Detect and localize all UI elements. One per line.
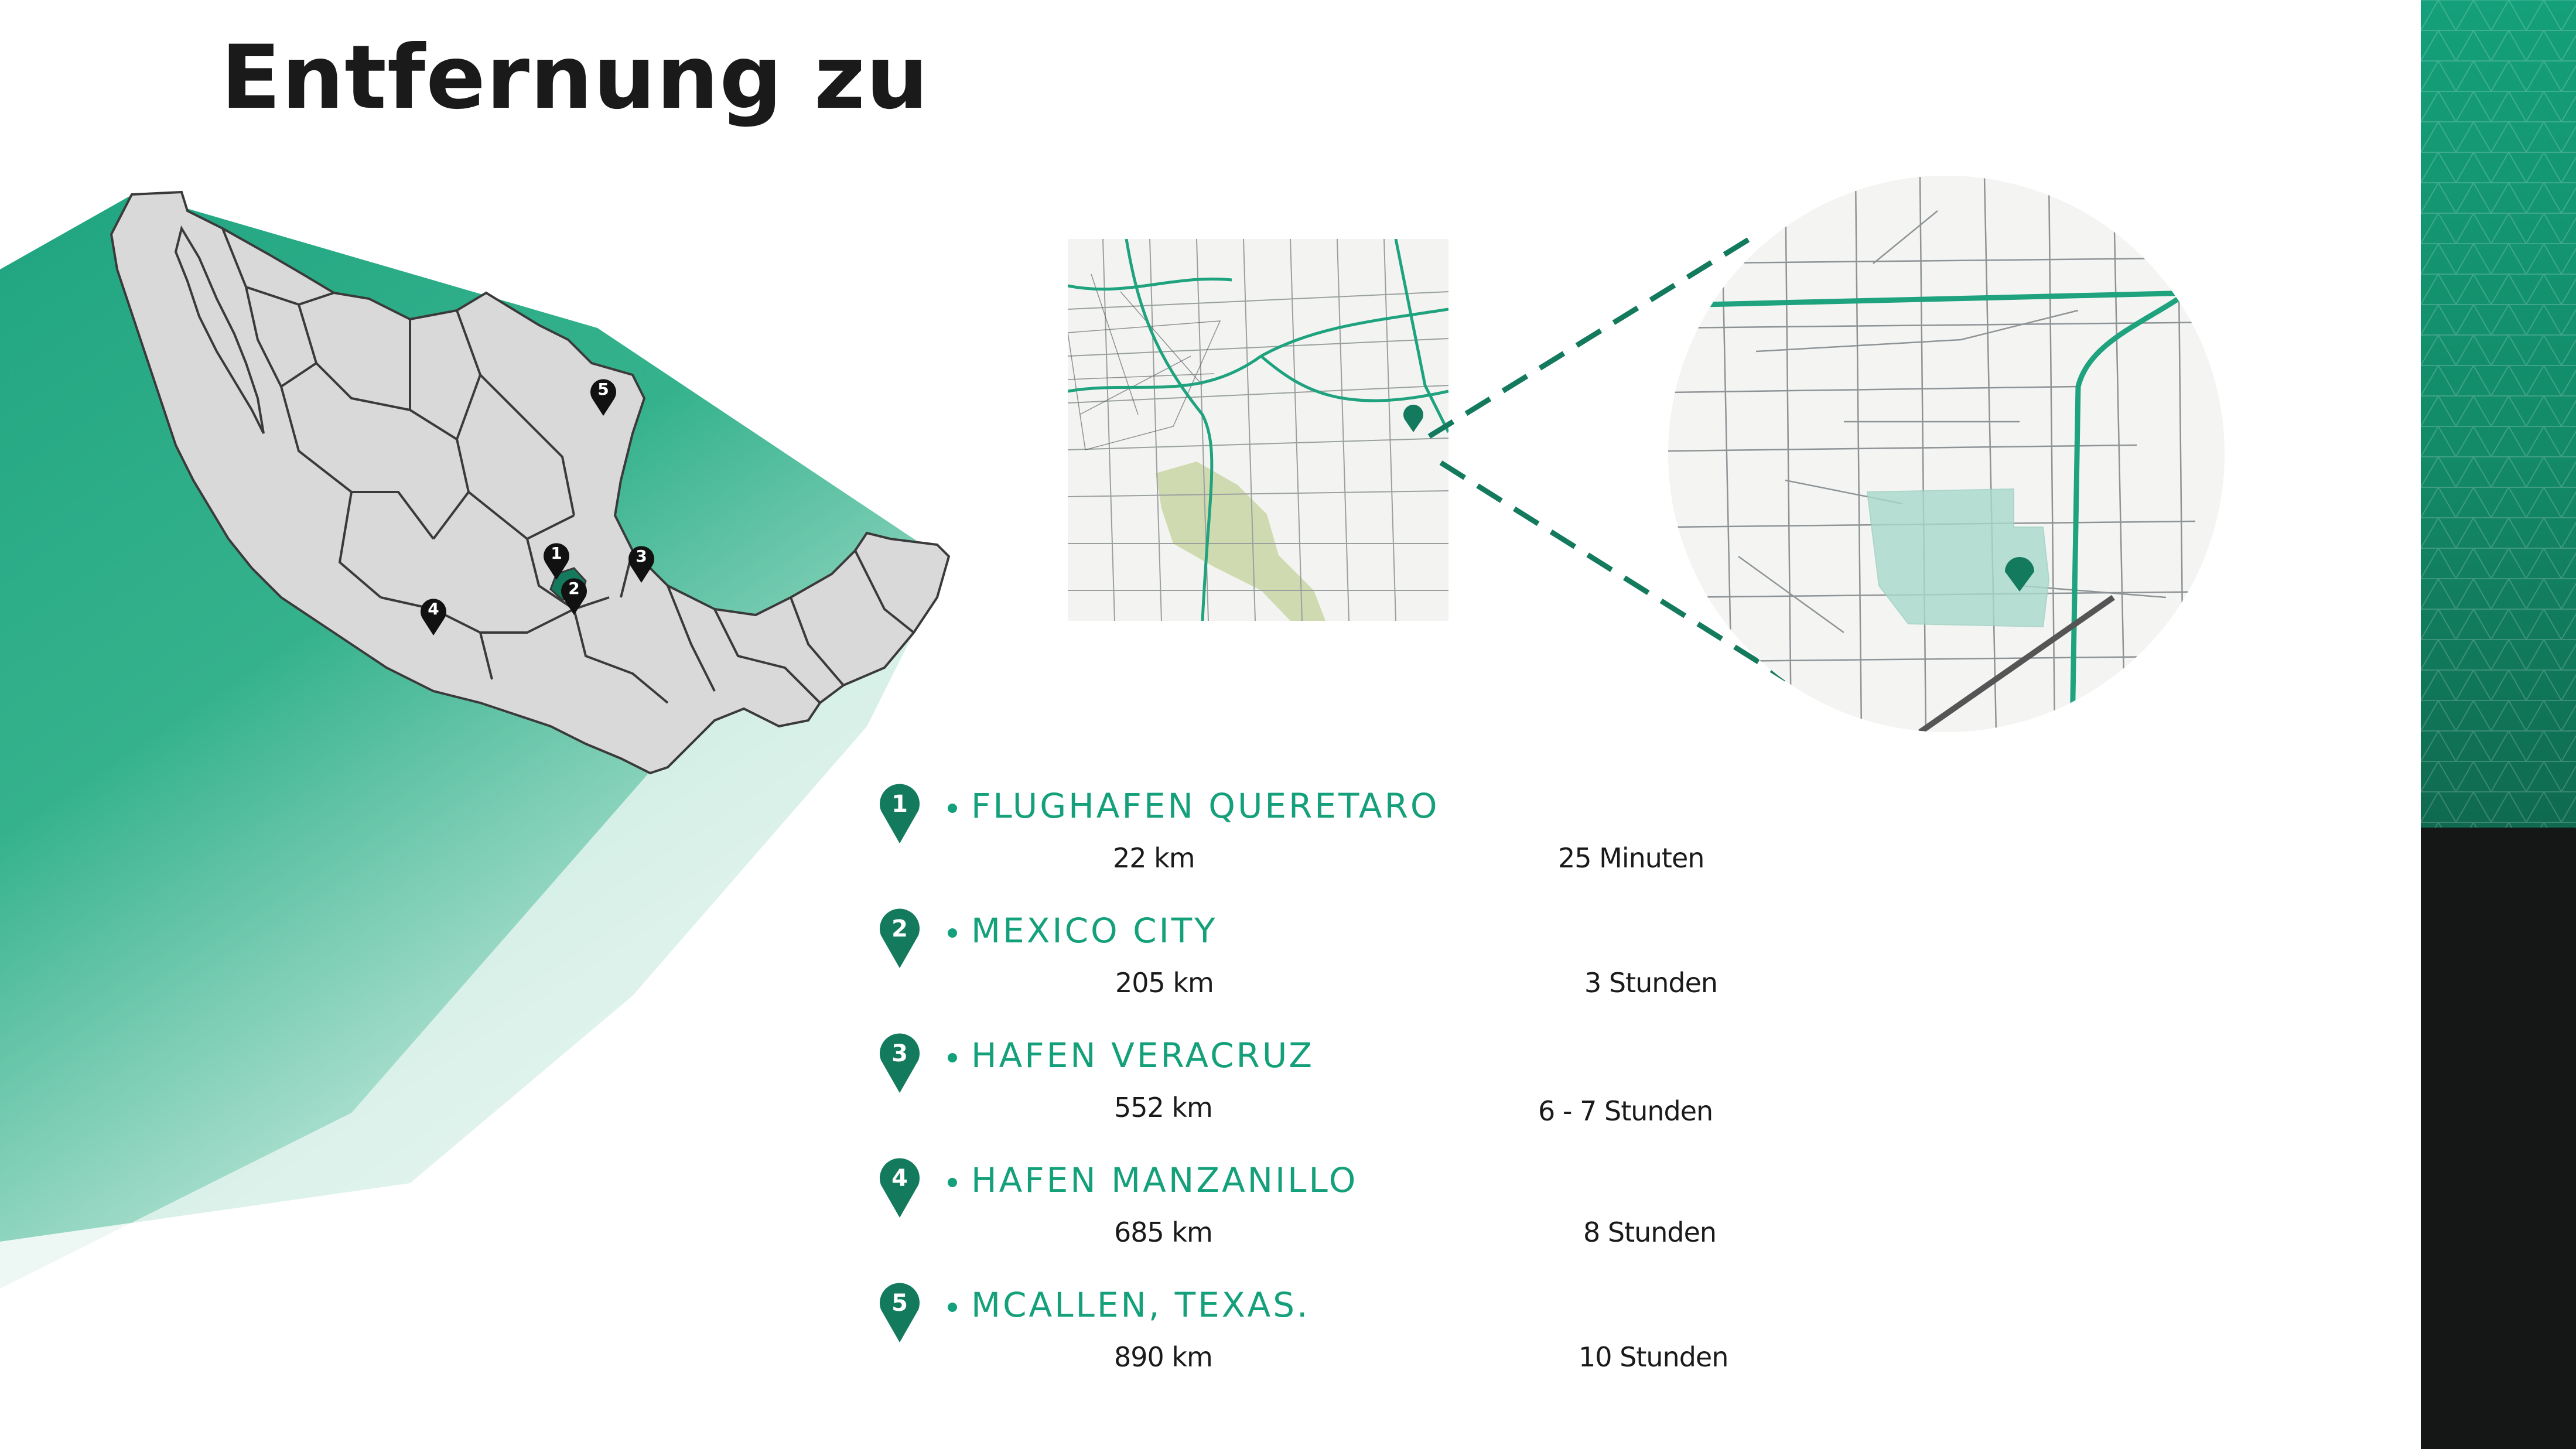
- bullet-dot: [948, 928, 957, 938]
- bullet-dot: [948, 1053, 957, 1062]
- svg-text:3: 3: [636, 546, 647, 566]
- map-pin-icon: 1: [880, 784, 920, 843]
- bullet-dot: [948, 1178, 957, 1187]
- travel-time: 10 Stunden: [1579, 1341, 1728, 1373]
- decorative-green-panel: [2421, 0, 2576, 828]
- bullet-dot: [948, 1303, 957, 1312]
- svg-text:5: 5: [597, 380, 609, 399]
- destination-name: MCALLEN, TEXAS.: [971, 1285, 1310, 1325]
- destination-name: HAFEN VERACRUZ: [971, 1036, 1315, 1075]
- list-item: 5 MCALLEN, TEXAS. 890 km 10 Stunden: [879, 1272, 1816, 1389]
- mexico-map: 1 2 3 4 5: [110, 190, 951, 775]
- decorative-dark-panel: [2421, 828, 2576, 1449]
- map-pin-icon: 3: [880, 1033, 920, 1093]
- distance-value: 205 km: [1115, 967, 1214, 999]
- city-map: [1068, 239, 1448, 621]
- list-item: 4 HAFEN MANZANILLO 685 km 8 Stunden: [879, 1147, 1816, 1265]
- page-title: Entfernung zu: [221, 27, 929, 129]
- svg-text:3: 3: [891, 1040, 908, 1067]
- distance-value: 685 km: [1114, 1216, 1213, 1248]
- destination-name: MEXICO CITY: [971, 911, 1218, 951]
- travel-time: 25 Minuten: [1558, 842, 1704, 874]
- distance-value: 552 km: [1114, 1092, 1213, 1123]
- map-pin-icon: 1: [544, 543, 569, 580]
- bullet-dot: [948, 804, 957, 813]
- svg-text:2: 2: [568, 579, 579, 598]
- list-item: 1 FLUGHAFEN QUERETARO 22 km 25 Minuten: [879, 773, 1816, 890]
- map-pin-icon: 4: [421, 599, 446, 635]
- svg-text:2: 2: [891, 915, 908, 942]
- destination-name: FLUGHAFEN QUERETARO: [971, 786, 1440, 826]
- map-pin-icon: 3: [628, 546, 654, 583]
- svg-text:4: 4: [428, 599, 439, 618]
- map-pin-icon: 4: [880, 1158, 920, 1218]
- travel-time: 3 Stunden: [1584, 967, 1718, 999]
- map-pin-icon: 2: [880, 908, 920, 968]
- svg-text:1: 1: [551, 544, 562, 563]
- map-pin-icon: 5: [590, 379, 616, 416]
- svg-text:4: 4: [891, 1165, 908, 1192]
- svg-text:1: 1: [891, 791, 908, 818]
- svg-text:5: 5: [891, 1290, 908, 1317]
- zoomed-park-map: [1668, 176, 2225, 732]
- map-pin-icon: 5: [880, 1283, 920, 1342]
- list-item: 2 MEXICO CITY 205 km 3 Stunden: [879, 898, 1816, 1015]
- distance-value: 22 km: [1113, 842, 1195, 874]
- travel-time: 6 - 7 Stunden: [1538, 1095, 1713, 1127]
- distance-value: 890 km: [1114, 1341, 1213, 1373]
- destination-name: HAFEN MANZANILLO: [971, 1160, 1358, 1200]
- list-item: 3 HAFEN VERACRUZ 552 km 6 - 7 Stunden: [879, 1023, 1816, 1140]
- map-pin-icon: 2: [561, 578, 587, 615]
- travel-time: 8 Stunden: [1583, 1216, 1717, 1248]
